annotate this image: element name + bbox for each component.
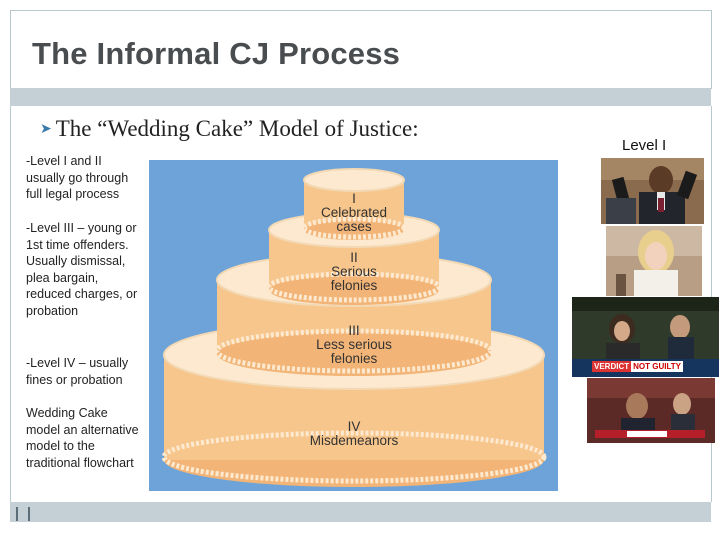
cake-tier-1 bbox=[301, 168, 407, 240]
tier-1-label: I Celebrated cases bbox=[274, 192, 434, 234]
tier-3-text-2: felonies bbox=[330, 351, 378, 366]
tier-2-label: II Serious felonies bbox=[274, 251, 434, 293]
tier-1-text: Celebrated bbox=[320, 205, 388, 220]
tier-3-numeral: III bbox=[348, 323, 360, 338]
tier-1-numeral: I bbox=[352, 191, 356, 206]
footer-band bbox=[10, 502, 711, 522]
courtroom-photo-2-image bbox=[606, 226, 702, 296]
tier-4-label: IV Misdemeanors bbox=[274, 420, 434, 448]
tier-2-text-2: felonies bbox=[330, 278, 378, 293]
level-heading: Level I bbox=[622, 137, 667, 154]
cake-illustration bbox=[161, 168, 547, 487]
note-model: Wedding Cake model an alternative model … bbox=[26, 406, 139, 470]
footer-mark bbox=[16, 507, 30, 521]
verdict-value: NOT GUILTY bbox=[631, 361, 683, 372]
tier-2-text: Serious bbox=[331, 264, 377, 279]
courtroom-photo-1-image bbox=[601, 158, 704, 224]
wedding-cake-diagram: I Celebrated cases II Serious felonies I… bbox=[149, 160, 558, 491]
tier-1-text-2: cases bbox=[336, 219, 372, 234]
tier-3-text: Less serious bbox=[316, 337, 392, 352]
bullet-arrow-icon: ➤ bbox=[40, 122, 52, 137]
note-level-1-2: -Level I and II usually go through full … bbox=[26, 154, 129, 201]
tier-3-label: III Less serious felonies bbox=[274, 324, 434, 366]
note-level-4: -Level IV – usually fines or probation bbox=[26, 356, 129, 387]
courtroom-photo-1 bbox=[601, 158, 704, 224]
note-level-3: -Level III – young or 1st time offenders… bbox=[26, 221, 138, 318]
verdict-label: VERDICT bbox=[592, 361, 632, 372]
header-divider-band bbox=[10, 88, 711, 106]
courtroom-photo-2 bbox=[606, 226, 702, 296]
tier-4-text: Misdemeanors bbox=[309, 433, 399, 448]
courtroom-photo-4-image bbox=[587, 378, 715, 443]
bullet-heading: ➤The “Wedding Cake” Model of Justice: bbox=[40, 116, 419, 142]
tier-2-numeral: II bbox=[350, 250, 358, 265]
courtroom-photo-4 bbox=[587, 378, 715, 443]
bullet-text: The “Wedding Cake” Model of Justice: bbox=[55, 116, 419, 141]
tier-4-numeral: IV bbox=[347, 419, 361, 434]
slide-header-frame bbox=[10, 10, 712, 89]
slide-title: The Informal CJ Process bbox=[32, 36, 401, 71]
